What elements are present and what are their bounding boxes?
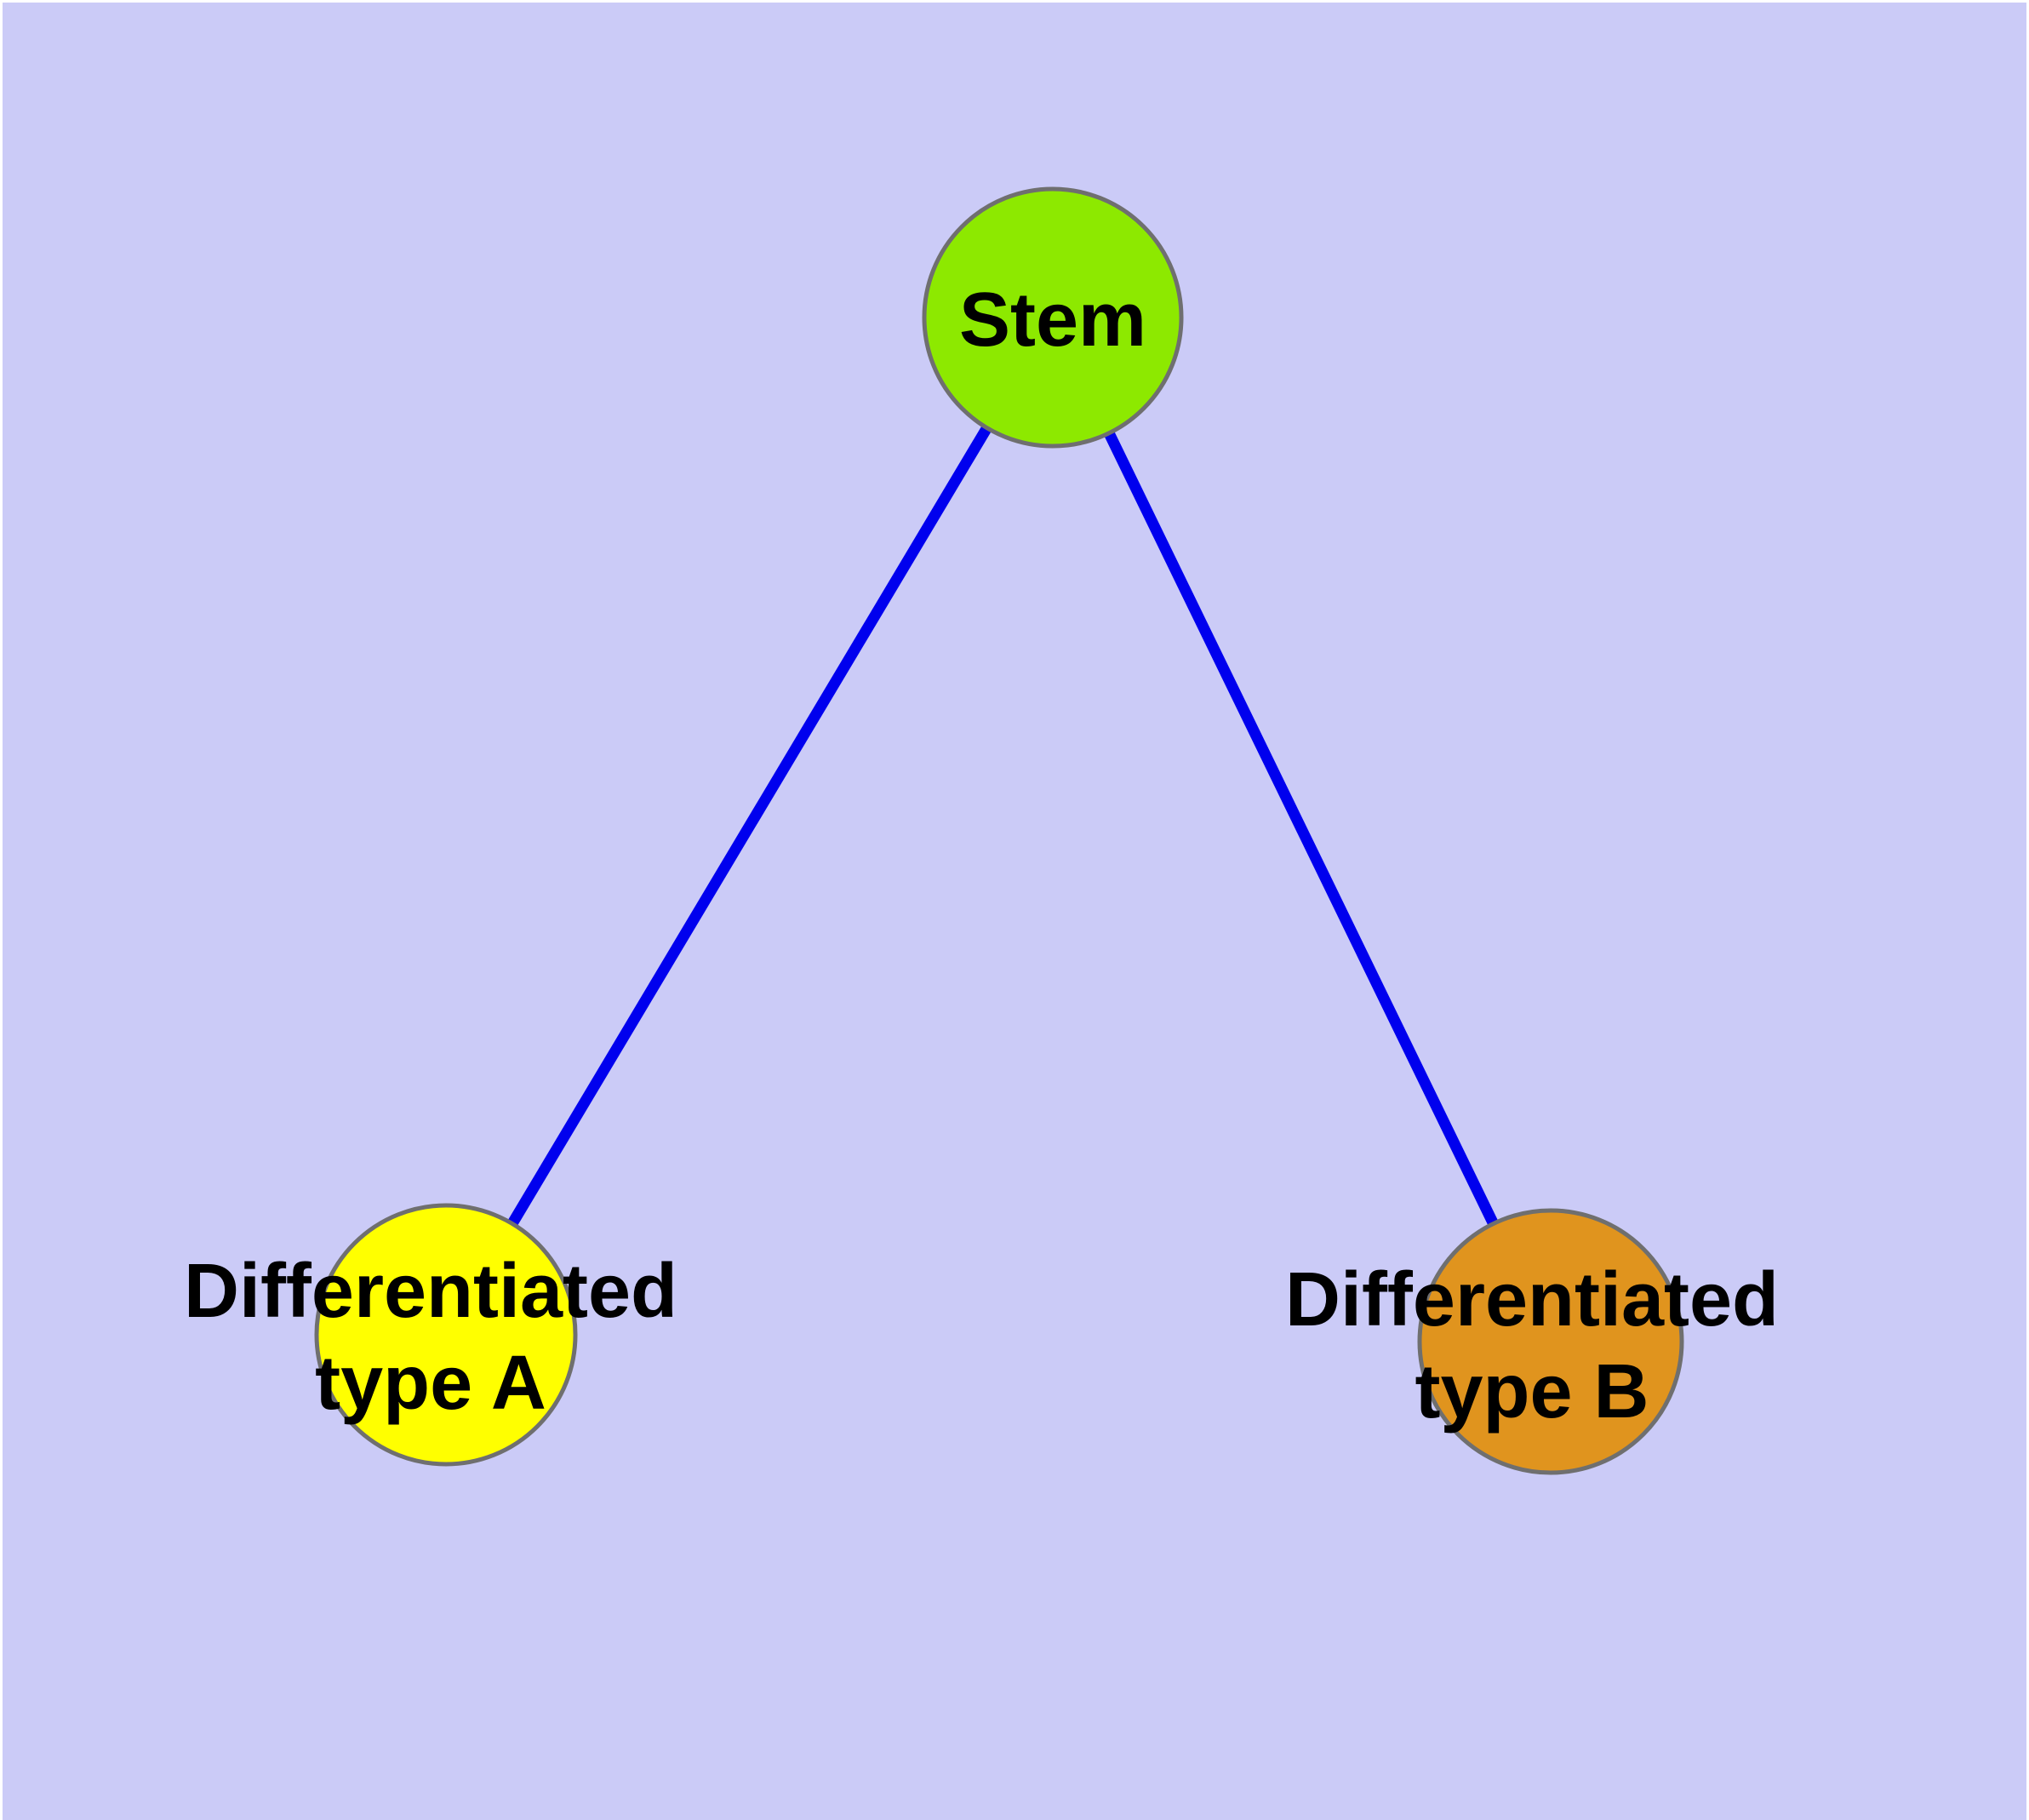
node-type-a-label-line2: type A (315, 1341, 546, 1426)
node-type-a-label-line1: Differentiated (184, 1249, 677, 1334)
node-type-b-label-line2: type B (1415, 1349, 1649, 1434)
node-stem-label: Stem (959, 278, 1146, 363)
edge-stem-to-type-a (441, 314, 1058, 1338)
node-type-b-circle (1417, 1208, 1684, 1475)
node-type-a-circle (314, 1203, 578, 1467)
node-stem-circle (922, 186, 1184, 449)
node-type-b-label-line1: Differentiated (1285, 1257, 1779, 1342)
edge-stem-to-type-b (1048, 315, 1556, 1344)
